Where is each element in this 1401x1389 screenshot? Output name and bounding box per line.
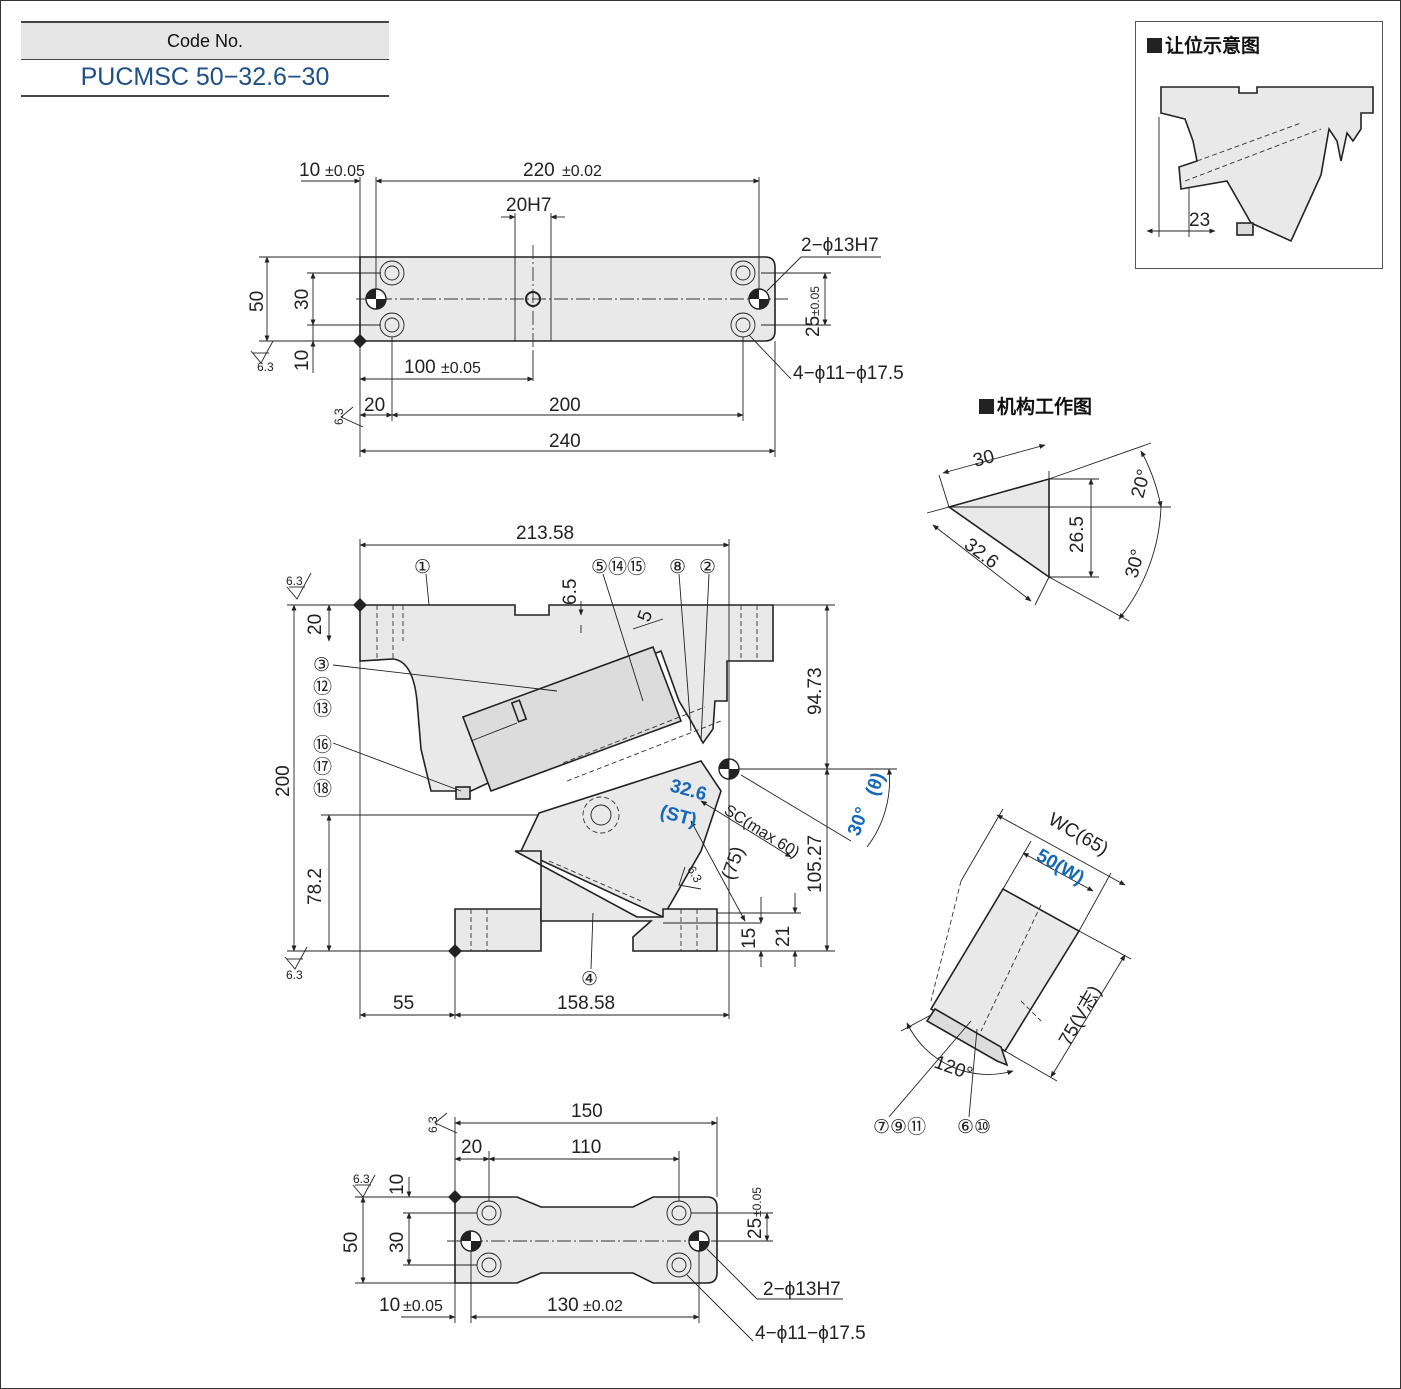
dim-x200: 200 xyxy=(549,395,581,416)
mech-height: 26.5 xyxy=(1067,516,1088,553)
dim-x240: 240 xyxy=(549,431,581,452)
clearance-title: 让位示意图 xyxy=(1147,31,1260,58)
square-bullet-icon xyxy=(1147,38,1162,53)
dim-d782: 78.2 xyxy=(305,868,326,905)
mechanism-title-text: 机构工作图 xyxy=(997,397,1093,418)
part-3: ③ xyxy=(313,655,330,676)
part-17: ⑰ xyxy=(313,756,332,778)
part-5-14-15: ⑤⑭⑮ xyxy=(591,556,646,578)
dim-h30: 30 xyxy=(292,289,313,310)
clearance-diagram: 23 xyxy=(1146,86,1374,243)
dim-d75: (75) xyxy=(718,844,749,883)
angle-label: (θ) xyxy=(862,770,890,799)
top-bolt-note: 4−ϕ11−ϕ17.5 xyxy=(793,363,904,384)
clearance-title-text: 让位示意图 xyxy=(1165,36,1261,57)
angle-value: 30° xyxy=(844,805,874,839)
roughness-icon: 6.3 xyxy=(284,946,308,982)
roughness-icon: 6.3 xyxy=(250,340,274,374)
mechanism-title: 机构工作图 xyxy=(979,392,1092,419)
dim-h30b: 30 xyxy=(387,1232,408,1253)
dim-span: 220 xyxy=(523,160,555,181)
part-16: ⑯ xyxy=(313,734,332,756)
rough-bottom-2: 6.3 xyxy=(353,1172,370,1186)
dim-h25-sub: ±0.05 xyxy=(808,286,822,316)
dim-x10b-sub: ±0.05 xyxy=(403,1298,443,1315)
dim-x130-sub: ±0.02 xyxy=(583,1298,623,1315)
rough-bottom-1: 6.3 xyxy=(426,1116,440,1133)
part-8: ⑧ xyxy=(669,557,686,578)
side-view: WC(65) 50(W) 75(V志) 120° ⑦⑨⑪ ⑥⑩ xyxy=(873,808,1132,1138)
dim-d15: 15 xyxy=(739,928,760,949)
roughness-icon: 6.3 xyxy=(332,406,364,428)
dim-d200: 200 xyxy=(273,765,294,797)
top-dowel-note: 2−ϕ13H7 xyxy=(801,235,879,256)
side-angle: 120° xyxy=(931,1052,975,1085)
front-view: 213.58 6.5 5 20 200 78.2 94.73 105.27 15… xyxy=(273,523,897,1019)
part-12: ⑫ xyxy=(313,676,332,698)
mech-ang1: 20° xyxy=(1128,467,1156,500)
clearance-frame xyxy=(1135,21,1383,269)
dim-h25b-sub: ±0.05 xyxy=(750,1187,764,1217)
dim-d21: 21 xyxy=(773,926,794,947)
dim-x10b: 10 xyxy=(379,1295,400,1316)
dowel-mark-icon xyxy=(365,288,387,310)
dim-w20: 20 xyxy=(461,1137,482,1158)
dim-h25b: 25 xyxy=(745,1218,766,1239)
part-2: ② xyxy=(699,557,716,578)
dowel-mark-icon xyxy=(748,288,770,310)
mech-top: 30 xyxy=(971,446,997,472)
side-parts-b: ⑥⑩ xyxy=(957,1117,991,1138)
dim-d20: 20 xyxy=(305,614,326,635)
side-parts-a: ⑦⑨⑪ xyxy=(873,1116,926,1138)
roughness-icon: 6.3 xyxy=(286,572,312,600)
dim-h50: 50 xyxy=(247,291,268,312)
dim-x20: 20 xyxy=(364,395,385,416)
bottom-view: 150 20 110 10 50 30 25 ±0.05 10 ±0.05 13… xyxy=(341,1101,866,1344)
bottom-bolt-note: 4−ϕ11−ϕ17.5 xyxy=(755,1323,866,1344)
dim-d10527: 105.27 xyxy=(805,835,826,893)
dim-span-sub: ±0.02 xyxy=(562,163,602,180)
dim-d55: 55 xyxy=(393,993,414,1014)
side-w: 50(W) xyxy=(1033,845,1088,889)
part-1: ① xyxy=(414,557,431,578)
roughness-icon: 6.3 xyxy=(352,1172,376,1198)
dim-h50b: 50 xyxy=(341,1232,362,1253)
square-bullet-icon xyxy=(979,399,994,414)
code-header: Code No. xyxy=(21,21,389,60)
dim-h10b: 10 xyxy=(387,1174,408,1195)
part-18: ⑱ xyxy=(313,778,332,800)
dim-w213: 213.58 xyxy=(516,523,574,544)
dim-w150: 150 xyxy=(571,1101,603,1122)
dim-x100-sub: ±0.05 xyxy=(441,360,481,377)
code-value: PUCMSC 50−32.6−30 xyxy=(21,59,389,97)
dim-h10: 10 xyxy=(292,350,313,371)
dim-left-tol: 10 xyxy=(299,160,320,181)
dim-x130: 130 xyxy=(547,1295,579,1316)
dim-x100: 100 xyxy=(404,357,436,378)
dowel-mark-icon xyxy=(460,1230,482,1252)
side-v: 75(V志) xyxy=(1054,982,1106,1050)
top-view: 10 ±0.05 220 ±0.02 20H7 50 30 10 25 ±0.0… xyxy=(247,160,904,457)
dim-left-tol-sub: ±0.05 xyxy=(325,163,365,180)
bottom-dowel-note: 2−ϕ13H7 xyxy=(763,1279,841,1300)
rough-front-2: 6.3 xyxy=(286,968,303,982)
dim-d9473: 94.73 xyxy=(805,667,826,715)
mechanism-diagram: 30 26.5 32.6 20° 30° xyxy=(926,442,1171,622)
dowel-mark-icon xyxy=(688,1230,710,1252)
rough-top-2: 6.3 xyxy=(332,408,346,425)
part-4: ④ xyxy=(581,969,598,990)
rough-top-1: 6.3 xyxy=(257,360,274,374)
rough-front-1: 6.3 xyxy=(286,574,303,588)
dim-slot: 20H7 xyxy=(506,195,551,216)
dim-d65: 6.5 xyxy=(560,579,581,605)
dim-w110: 110 xyxy=(571,1137,601,1158)
part-13: ⑬ xyxy=(313,698,332,720)
roughness-icon: 6.3 xyxy=(426,1112,458,1134)
dim-h25: 25 xyxy=(803,316,824,337)
dim-d15858: 158.58 xyxy=(557,993,615,1014)
clearance-dim: 23 xyxy=(1189,210,1210,231)
